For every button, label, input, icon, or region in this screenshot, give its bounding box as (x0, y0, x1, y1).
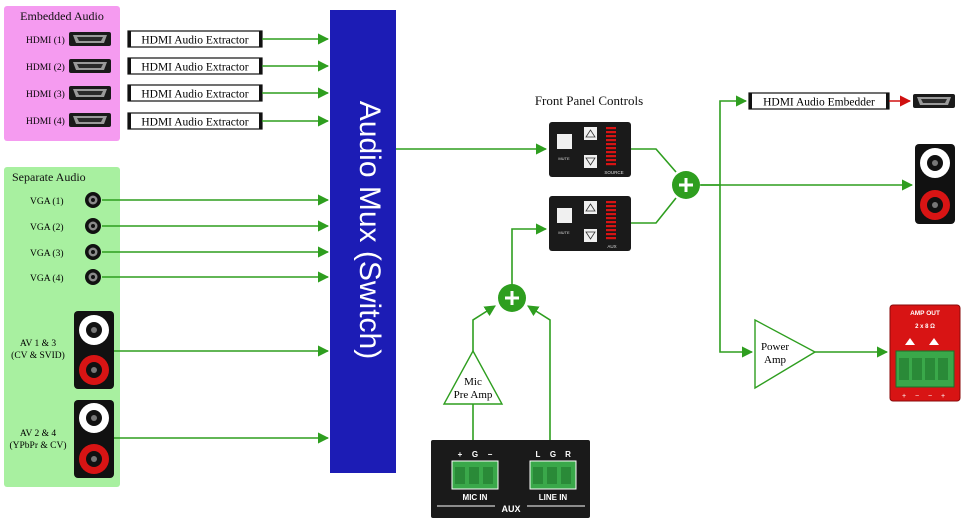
mic-pin-label: G (472, 450, 478, 459)
routing-connectors (396, 95, 914, 440)
amp-out-pin: − (928, 393, 932, 400)
amp-out-connector: AMP OUT 2 x 8 Ω + − − + (889, 304, 961, 402)
level-meter (606, 201, 616, 240)
av-label-line2: (YPbPr & CV) (9, 440, 66, 451)
amp-out-title: AMP OUT (910, 310, 940, 317)
av-audio-row: AV 2 & 4 (YPbPr & CV) (9, 400, 114, 478)
vga-audio-row: VGA (1) (30, 192, 101, 208)
front-panel-title: Front Panel Controls (535, 93, 643, 108)
power-amp-triangle (754, 318, 817, 390)
amp-out-pin: + (902, 393, 906, 400)
source-label: SOURCE (604, 170, 623, 175)
hdmi-source-row: HDMI (4) HDMI Audio Extractor (26, 112, 263, 130)
mute-label: MUTE (558, 156, 570, 161)
power-amp: Power Amp (754, 318, 817, 390)
rca-output-icon (915, 144, 955, 224)
hdmi-port-icon (69, 59, 111, 73)
hdmi-source-row: HDMI (3) HDMI Audio Extractor (26, 84, 263, 102)
hdmi-source-row: HDMI (1) HDMI Audio Extractor (26, 30, 263, 48)
vga-label: VGA (2) (30, 222, 64, 233)
source-control-panel: MUTE SOURCE (549, 122, 631, 177)
aux-control-panel: MUTE AUX (549, 196, 631, 251)
hdmi-embedder: HDMI Audio Embedder (748, 92, 955, 110)
mute-button (557, 134, 572, 149)
line-pin-label: G (550, 450, 556, 459)
separate-audio-title: Separate Audio (12, 170, 86, 184)
hdmi-extractor-label: HDMI Audio Extractor (141, 89, 248, 101)
hdmi-extractor-label: HDMI Audio Extractor (141, 62, 248, 74)
vga-label: VGA (1) (30, 196, 64, 207)
hdmi-port-icon (69, 113, 111, 127)
hdmi-source-label: HDMI (4) (26, 116, 65, 127)
line-in-label: LINE IN (539, 493, 568, 502)
hdmi-port-icon (69, 86, 111, 100)
mic-preamp: Mic Pre Amp (442, 349, 504, 405)
mic-pin-label: + (458, 450, 463, 459)
mic-pin-label: − (488, 450, 493, 459)
embedded-audio-group: Embedded Audio HDMI (1) HDMI Audio Extra… (4, 6, 263, 141)
mic-preamp-label-line1: Mic (464, 376, 482, 388)
av-label-line2: (CV & SVID) (11, 350, 65, 361)
separate-audio-group: Separate Audio VGA (1) VGA (2) VGA (3) V… (4, 167, 120, 487)
power-amp-label-line2: Amp (764, 354, 787, 366)
hdmi-source-label: HDMI (2) (26, 62, 65, 73)
audio-mux-label: Audio Mux (Switch) (353, 101, 386, 359)
input-connectors (102, 33, 330, 444)
hdmi-source-row: HDMI (2) HDMI Audio Extractor (26, 57, 263, 75)
down-button-icon (584, 229, 597, 242)
summing-junction (672, 171, 700, 199)
up-button-icon (584, 127, 597, 140)
mic-in-label: MIC IN (463, 493, 488, 502)
vga-audio-row: VGA (2) (30, 218, 101, 234)
amp-out-rating: 2 x 8 Ω (915, 324, 935, 330)
embedded-audio-title: Embedded Audio (20, 9, 104, 23)
line-pin-label: L (536, 450, 541, 459)
vga-audio-row: VGA (4) (30, 269, 101, 285)
av-audio-row: AV 1 & 3 (CV & SVID) (11, 311, 114, 389)
level-meter (606, 127, 616, 166)
aux-input-panel: + G − L G R MIC IN LINE IN AUX (431, 440, 590, 518)
audio-mux-block: Audio Mux (Switch) (330, 10, 396, 473)
mic-preamp-label-line2: Pre Amp (454, 389, 493, 401)
av-label-line1: AV 2 & 4 (20, 429, 57, 439)
hdmi-source-label: HDMI (1) (26, 35, 65, 46)
hdmi-extractor-label: HDMI Audio Extractor (141, 117, 248, 129)
down-button-icon (584, 155, 597, 168)
hdmi-source-label: HDMI (3) (26, 89, 65, 100)
hdmi-embedder-label: HDMI Audio Embedder (763, 97, 875, 109)
av-label-line1: AV 1 & 3 (20, 339, 57, 349)
vga-label: VGA (3) (30, 248, 64, 259)
mute-button (557, 208, 572, 223)
aux-panel-title: AUX (501, 504, 520, 514)
hdmi-port-icon (69, 32, 111, 46)
up-button-icon (584, 201, 597, 214)
hdmi-out-port-icon (913, 94, 955, 108)
audio-mux-box (330, 10, 396, 473)
summing-junction (498, 284, 526, 312)
amp-out-pin: + (941, 393, 945, 400)
aux-label: AUX (607, 244, 616, 249)
line-pin-label: R (565, 450, 571, 459)
amp-out-pin: − (915, 393, 919, 400)
hdmi-extractor-label: HDMI Audio Extractor (141, 35, 248, 47)
vga-audio-row: VGA (3) (30, 244, 101, 260)
mute-label: MUTE (558, 230, 570, 235)
vga-label: VGA (4) (30, 273, 64, 284)
mic-preamp-triangle (442, 349, 504, 405)
power-amp-label-line1: Power (761, 341, 789, 353)
